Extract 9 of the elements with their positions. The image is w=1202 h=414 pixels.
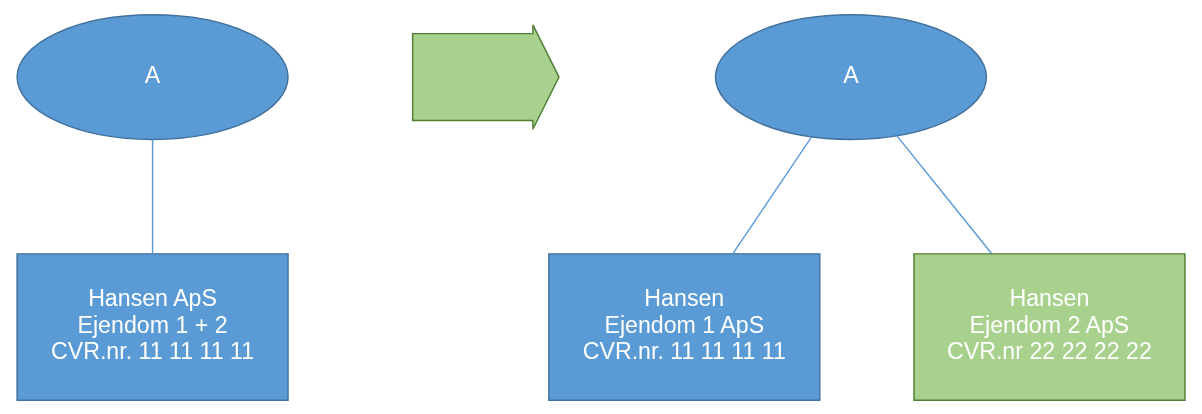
connector: [896, 134, 993, 254]
node-box: Hansen ApS Ejendom 1 + 2 CVR.nr. 11 11 11 11: [16, 252, 289, 401]
node-ellipse: A: [714, 13, 988, 140]
node-box: Hansen Ejendom 2 ApS CVR.nr 22 22 22 22: [913, 252, 1186, 401]
node-ellipse: A: [16, 13, 289, 140]
connector: [151, 138, 154, 255]
connector: [732, 135, 813, 254]
node-arrow: [411, 23, 560, 130]
node-box: Hansen Ejendom 1 ApS CVR.nr. 11 11 11 11: [548, 252, 821, 401]
